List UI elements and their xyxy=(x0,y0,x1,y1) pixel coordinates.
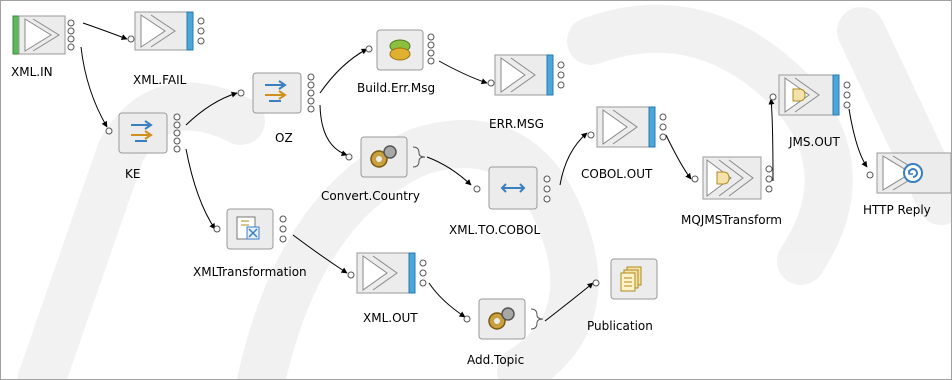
node-mqjmstransform[interactable] xyxy=(689,155,781,201)
node-xml-to-cobol[interactable] xyxy=(471,165,561,211)
wire-cobolout-mqjms xyxy=(665,134,692,180)
node-publication[interactable] xyxy=(591,257,665,301)
node-convert-country[interactable] xyxy=(345,135,431,179)
wire-oz-convertcountry xyxy=(319,104,348,157)
wire-jmsout-httpreply xyxy=(848,108,868,168)
mq-output-icon xyxy=(587,106,667,148)
mq-output-icon xyxy=(127,11,205,51)
mq-output-icon xyxy=(347,252,427,294)
compute-gears-icon xyxy=(463,298,544,340)
node-label: JMS.OUT xyxy=(789,135,840,149)
wire-convertcountry-xmltocobol xyxy=(426,156,472,186)
wire-xmlin-xmlfail xyxy=(82,22,128,40)
filter-icon xyxy=(237,72,315,114)
node-label: OZ xyxy=(275,131,293,145)
node-label: COBOL.OUT xyxy=(581,167,653,181)
node-label: XML.FAIL xyxy=(133,73,187,87)
wire-xmlout-addtopic xyxy=(428,282,466,318)
node-xml-in[interactable] xyxy=(11,15,83,55)
wire-mqjms-jmsout xyxy=(768,98,775,182)
filter-icon xyxy=(105,112,181,154)
node-label: XML.IN xyxy=(11,65,53,79)
node-label: Add.Topic xyxy=(467,353,525,367)
wire-builderrmsg-errmsg xyxy=(438,60,488,85)
node-label: HTTP Reply xyxy=(863,203,931,217)
node-build-err-msg[interactable] xyxy=(365,29,443,71)
node-ke[interactable] xyxy=(105,111,189,155)
jms-output-icon xyxy=(769,74,851,116)
node-label: XMLTransformation xyxy=(193,265,307,279)
node-err-msg[interactable] xyxy=(485,53,571,97)
node-oz[interactable] xyxy=(237,71,323,115)
node-jms-out[interactable] xyxy=(767,73,857,117)
jms-transform-icon xyxy=(691,156,773,200)
compute-gears-icon xyxy=(345,136,426,178)
xsl-transform-icon xyxy=(213,208,287,250)
http-reply-icon xyxy=(866,152,951,194)
node-label: ERR.MSG xyxy=(489,117,544,131)
compute-icon xyxy=(365,29,435,71)
wire-xmlin-ke xyxy=(80,46,108,128)
node-label: Convert.Country xyxy=(321,189,420,203)
node-cobol-out[interactable] xyxy=(585,105,673,149)
wire-addtopic-publication xyxy=(544,282,594,322)
node-label: Build.Err.Msg xyxy=(357,81,436,95)
wire-ke-oz xyxy=(185,91,238,126)
wire-oz-builderrmsg xyxy=(319,48,368,94)
node-xml-fail[interactable] xyxy=(125,11,213,51)
node-label: Publication xyxy=(587,319,653,333)
node-label: XML.TO.COBOL xyxy=(449,223,541,237)
node-label: XML.OUT xyxy=(363,311,418,325)
mapping-icon xyxy=(473,166,551,210)
node-xmltransformation[interactable] xyxy=(213,207,297,251)
wire-xmltocobol-cobolout xyxy=(559,132,588,186)
publication-icon xyxy=(592,258,658,300)
node-http-reply[interactable] xyxy=(865,151,951,195)
node-add-topic[interactable] xyxy=(463,297,553,341)
node-xml-out[interactable] xyxy=(345,251,435,295)
mq-input-icon xyxy=(12,15,75,55)
node-label: KE xyxy=(125,167,141,181)
node-label: MQJMSTransform xyxy=(681,213,782,227)
wire-ke-xmltransformation xyxy=(185,148,216,230)
wire-xmltransformation-xmlout xyxy=(292,234,348,274)
mq-output-icon xyxy=(487,54,565,96)
